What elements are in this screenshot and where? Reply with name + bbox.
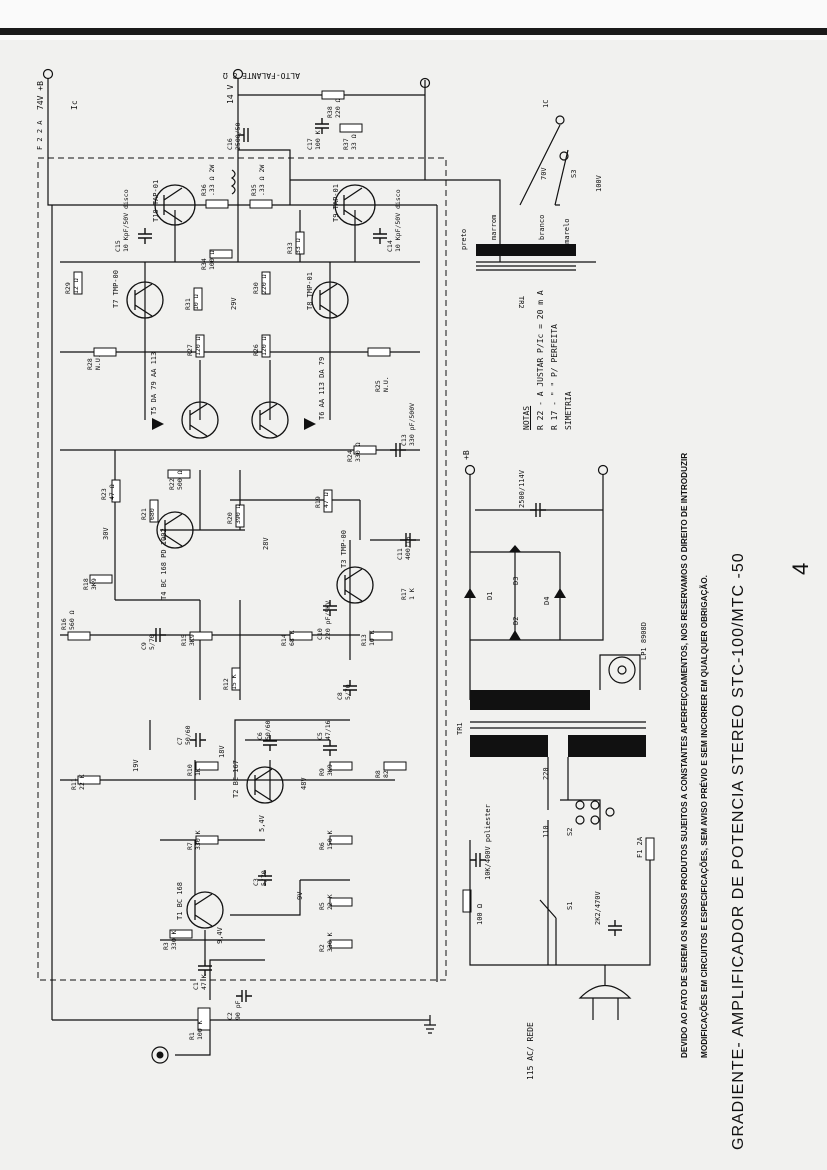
- resistor-r36: [205, 199, 229, 209]
- capacitor-c7: [190, 733, 206, 747]
- supply-rail-74v: [47, 78, 438, 982]
- resistor-r14: [289, 631, 313, 641]
- power-switches: [539, 800, 615, 965]
- rectifier-bridge: [464, 464, 609, 700]
- resistor-r15: [189, 631, 213, 641]
- resistor-r9: [329, 761, 353, 771]
- resistor-r23: [111, 479, 121, 503]
- resistor-r1: [197, 1007, 211, 1031]
- transistor-t10: [154, 184, 196, 226]
- resistor-r13: [369, 631, 393, 641]
- output-line: [237, 149, 501, 262]
- resistor-r-line: [462, 889, 472, 913]
- resistor-r27: [195, 334, 205, 358]
- capacitor-c11: [400, 533, 416, 547]
- transistor-t7: [126, 281, 164, 319]
- fuse-f1: [645, 837, 655, 861]
- capacitor-polyester: [470, 853, 486, 867]
- resistor-r3: [169, 929, 193, 939]
- capacitor-c3: [258, 870, 272, 886]
- transistor-t9: [334, 184, 376, 226]
- resistor-r25: [367, 347, 391, 357]
- scan-border-strip: [0, 28, 827, 35]
- diode-d5: [152, 418, 164, 430]
- resistor-r20: [235, 504, 245, 528]
- resistor-r22: [167, 469, 191, 479]
- resistor-r18: [89, 574, 113, 584]
- transistor-t3: [336, 566, 374, 604]
- transistor-t1: [186, 891, 224, 929]
- supply-terminal: [42, 68, 54, 80]
- transistor-symbols: [126, 184, 376, 929]
- capacitor-c13: [390, 443, 406, 457]
- resistor-r26: [261, 334, 271, 358]
- input-jack-center: [156, 1051, 164, 1059]
- capacitor-c16: [238, 128, 249, 142]
- resistor-r24: [353, 445, 377, 455]
- resistor-r28: [93, 347, 117, 357]
- ground-symbol: [424, 1015, 436, 1034]
- resistor-r37: [339, 123, 363, 133]
- mains-plug: [578, 965, 632, 1020]
- transistor-t2: [246, 766, 284, 804]
- capacitor-c15: [138, 228, 152, 244]
- speaker-terminal-ground: [419, 77, 431, 89]
- capacitor-c17: [315, 118, 329, 134]
- resistor-r19: [323, 489, 333, 513]
- capacitor-c2: [236, 990, 252, 1002]
- resistor-r11: [77, 775, 101, 785]
- resistor-r31: [193, 287, 203, 311]
- resistor-r5: [329, 897, 353, 907]
- midpoint-rail-14v: [237, 78, 426, 180]
- capacitor-c8: [343, 680, 357, 696]
- output-transformer: [476, 115, 596, 271]
- resistor-r29: [73, 271, 83, 295]
- resistor-r6: [329, 835, 353, 845]
- capacitor-line: [608, 920, 622, 936]
- resistor-symbols: [67, 90, 655, 1031]
- signal-wires-output: [60, 210, 420, 420]
- capacitor-c5: [323, 740, 337, 756]
- resistor-r33: [295, 231, 305, 255]
- pilot-lamp: [599, 654, 641, 690]
- resistor-r35: [249, 199, 273, 209]
- resistor-r10: [195, 761, 219, 771]
- inductor-l1: [230, 169, 236, 195]
- resistor-r2: [329, 939, 353, 949]
- capacitor-c1: [198, 960, 212, 976]
- ground-rail: [51, 205, 430, 1021]
- amplifier-board-outline: [37, 157, 447, 981]
- input-jack: [151, 1046, 169, 1064]
- resistor-r8: [383, 761, 407, 771]
- speaker-terminal-hot: [232, 68, 244, 80]
- resistor-r34: [209, 249, 233, 259]
- signal-wires-mid: [60, 719, 395, 800]
- transistor-t6: [251, 401, 289, 439]
- resistor-r21: [149, 499, 159, 523]
- capacitor-c10: [323, 600, 337, 616]
- signal-wires-input: [160, 839, 350, 1056]
- transistor-t8: [311, 281, 349, 319]
- diode-d6: [304, 418, 316, 430]
- resistor-r12: [231, 667, 241, 691]
- resistor-r7: [195, 835, 219, 845]
- resistor-r38: [321, 90, 345, 100]
- transistor-t5: [181, 401, 219, 439]
- power-transformer: [469, 690, 651, 966]
- resistor-r30: [261, 271, 271, 295]
- signal-wires-bias: [60, 449, 420, 601]
- capacitor-c14: [373, 228, 387, 244]
- capacitor-c9: [150, 628, 166, 642]
- transistor-t4: [156, 511, 194, 549]
- capacitor-c6: [263, 735, 277, 751]
- resistor-r16: [67, 631, 91, 641]
